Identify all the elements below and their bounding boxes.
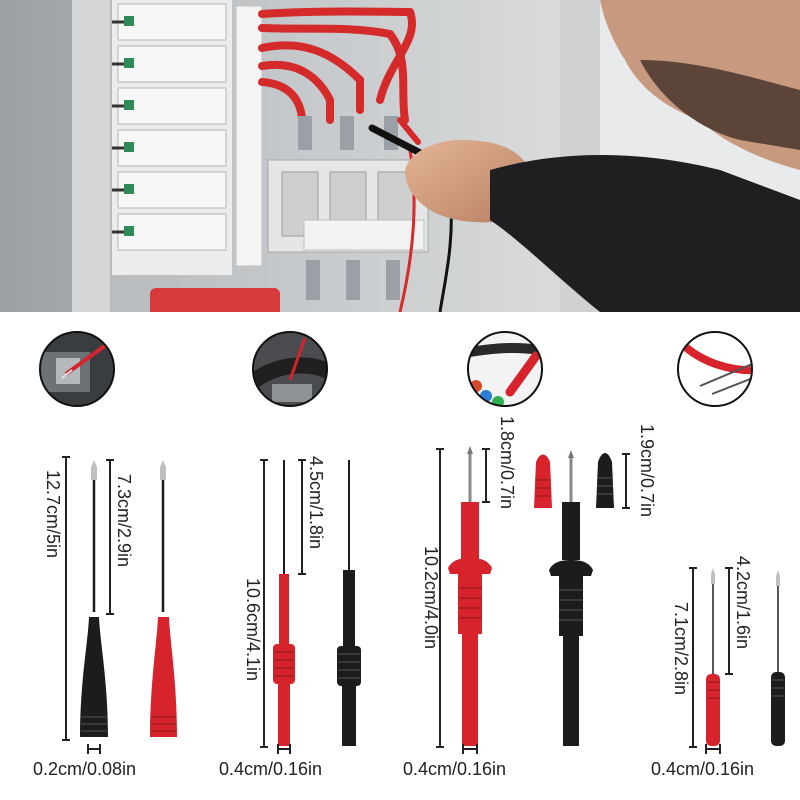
- set1-diameter-label: 0.2cm/0.08in: [33, 759, 137, 779]
- set3-red-probe: [448, 446, 492, 746]
- set4-total-length-label: 7.1cm/2.8in: [671, 602, 691, 696]
- probe-specifications-panel: 12.7cm/5in 7.3cm/2.9in 0.2cm/0.08in 10.6…: [0, 312, 800, 800]
- set2-tip-length-label: 4.5cm/1.8in: [306, 456, 326, 550]
- set1-black-probe: [80, 460, 108, 737]
- insulation-piercing-probe-detail-icon: [39, 331, 115, 407]
- set2-red-probe: [273, 460, 295, 746]
- set2-total-length-label: 10.6cm/4.1in: [243, 578, 263, 682]
- set2-black-probe: [337, 460, 361, 746]
- set4-dimension-lines: [689, 567, 733, 754]
- set3-total-length-label: 10.2cm/4.0in: [421, 546, 441, 650]
- photo-illustration: [0, 0, 800, 312]
- electrician-testing-panel-photo: [0, 0, 800, 312]
- set3-black-probe: [549, 450, 593, 746]
- set4-black-probe: [771, 570, 785, 746]
- red-wires: [258, 7, 416, 124]
- probe-sets-diagram: [39, 331, 785, 754]
- set2-diameter-label: 0.4cm/0.16in: [219, 759, 323, 779]
- set3-tip-length-label: 1.8cm/0.7in: [497, 416, 517, 510]
- set3-diameter-label: 0.4cm/0.16in: [403, 759, 507, 779]
- set1-red-probe: [150, 460, 177, 737]
- wire-piercing-needle-detail-icon: [252, 331, 328, 407]
- set3-black-tip-cap: [596, 453, 614, 508]
- set1-tip-length-label: 7.3cm/2.9in: [114, 474, 134, 568]
- set3-red-tip-cap: [534, 454, 552, 508]
- set3-cap-length-label: 1.9cm/0.7in: [637, 424, 657, 518]
- circuit-breaker-rows: [112, 0, 232, 275]
- back-probe-pin-detail-icon: [677, 331, 753, 407]
- test-lead-plug-detail-icon: [467, 331, 543, 407]
- set2-dimension-lines: [260, 459, 306, 754]
- sleeve: [490, 155, 800, 312]
- set3-dimension-lines: [436, 448, 630, 754]
- set4-red-probe: [706, 568, 720, 746]
- set4-tip-length-label: 4.2cm/1.6in: [733, 556, 753, 650]
- set4-diameter-label: 0.4cm/0.16in: [651, 759, 755, 779]
- set1-total-length-label: 12.7cm/5in: [43, 470, 63, 559]
- set1-dimension-lines: [62, 456, 114, 754]
